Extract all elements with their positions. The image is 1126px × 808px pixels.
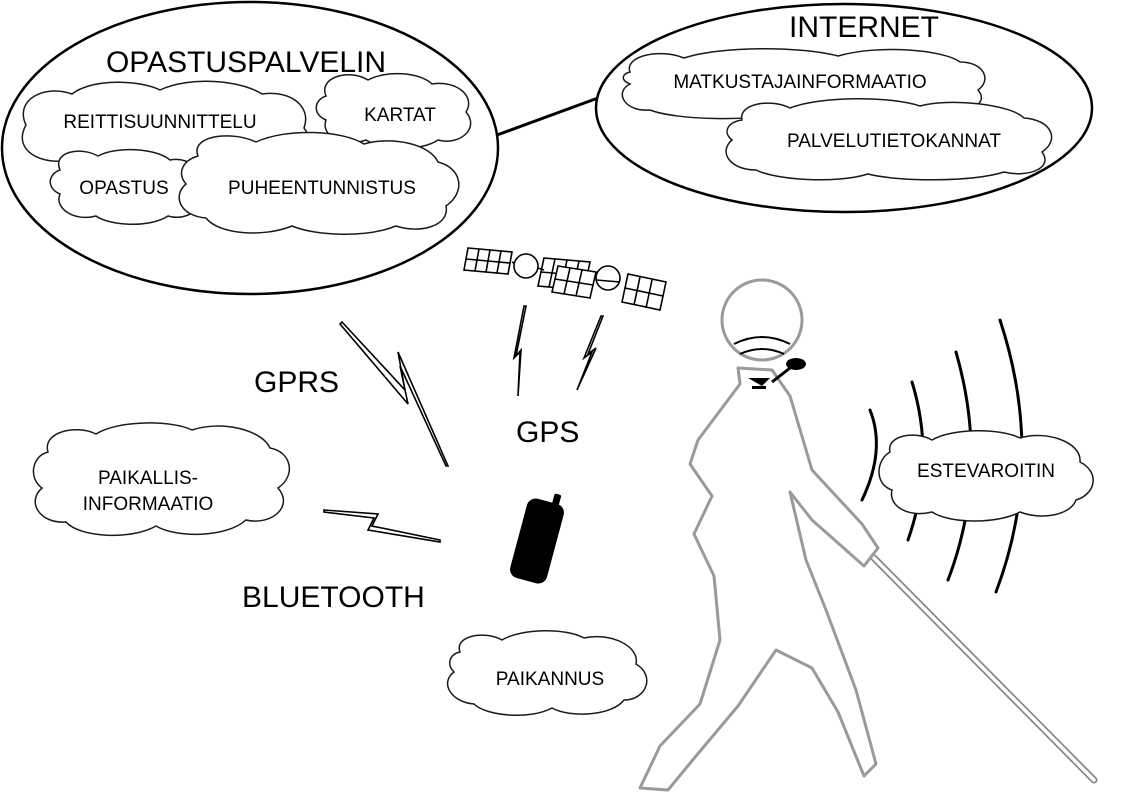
gprs-label: GPRS bbox=[254, 366, 339, 399]
obstacle-warner-label: ESTEVAROITIN bbox=[917, 461, 1055, 482]
internet: INTERNET MATKUSTAJAINFORMAATIO PALVELUTI… bbox=[594, 2, 1094, 214]
cloud-service-databases: PALVELUTIETOKANNAT bbox=[725, 98, 1053, 181]
cloud-obstacle-warner: ESTEVAROITIN bbox=[878, 430, 1094, 522]
maps-label: KARTAT bbox=[364, 105, 436, 126]
server-internet-link bbox=[496, 96, 599, 137]
cloud-local-information: PAIKALLIS- INFORMAATIO bbox=[32, 422, 291, 537]
gps-label: GPS bbox=[516, 416, 579, 449]
route-planning-label: REITTISUUNNITTELU bbox=[63, 112, 256, 133]
speech-recognition-label: PUHEENTUNNISTUS bbox=[228, 178, 416, 199]
mobile-phone-icon bbox=[510, 493, 564, 584]
local-information-line2: INFORMAATIO bbox=[83, 494, 214, 515]
cloud-positioning: PAIKANNUS bbox=[447, 630, 648, 716]
gprs-signal-icon bbox=[338, 320, 450, 467]
gps-signal-left-icon bbox=[512, 305, 527, 397]
visually-impaired-person-icon bbox=[638, 278, 1098, 792]
bluetooth-label: BLUETOOTH bbox=[242, 581, 425, 614]
guidance-server: OPASTUSPALVELIN REITTISUUNNITTELU KARTAT… bbox=[0, 0, 500, 296]
local-information-line1: PAIKALLIS- bbox=[98, 468, 198, 489]
satellite-icon bbox=[463, 247, 667, 311]
gps-signal-right-icon bbox=[576, 315, 605, 391]
internet-title: INTERNET bbox=[789, 11, 939, 44]
traveller-information-label: MATKUSTAJAINFORMAATIO bbox=[673, 72, 926, 93]
guidance-label: OPASTUS bbox=[79, 178, 168, 199]
cloud-guidance: OPASTUS bbox=[49, 148, 201, 225]
guidance-server-title: OPASTUSPALVELIN bbox=[106, 46, 386, 79]
service-databases-label: PALVELUTIETOKANNAT bbox=[787, 131, 1001, 152]
bluetooth-signal-icon bbox=[323, 509, 441, 543]
cloud-maps: KARTAT bbox=[315, 72, 472, 149]
cloud-speech-recognition: PUHEENTUNNISTUS bbox=[178, 131, 460, 235]
positioning-label: PAIKANNUS bbox=[496, 669, 604, 690]
